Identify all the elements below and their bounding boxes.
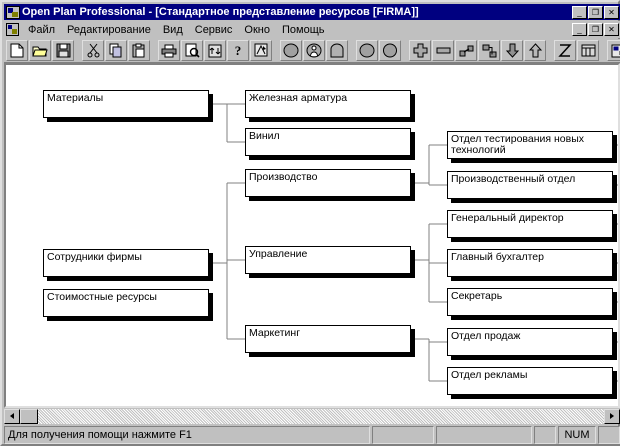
resource-node[interactable]: Управление	[245, 246, 411, 274]
add-plus-icon[interactable]	[409, 40, 431, 61]
resource-shape-icon[interactable]	[326, 40, 348, 61]
resource-node-label: Сотрудники фирмы	[47, 251, 142, 263]
resource-node[interactable]: Маркетинг	[245, 325, 411, 353]
minimize-button[interactable]: _	[572, 5, 587, 19]
resource-person-icon[interactable]	[303, 40, 325, 61]
resource-node[interactable]: Производственный отдел	[447, 171, 613, 199]
window-controls: _ ❐ ✕	[571, 5, 619, 19]
print-preview-icon[interactable]	[181, 40, 203, 61]
menu-item-view[interactable]: Вид	[162, 23, 183, 36]
scrollbar-thumb[interactable]	[20, 408, 38, 424]
status-panel-b	[436, 426, 532, 444]
table-view-icon[interactable]	[577, 40, 599, 61]
cut-scissors-icon[interactable]	[82, 40, 104, 61]
resource-node[interactable]: Отдел рекламы	[447, 367, 613, 395]
resource-node-label: Отдел рекламы	[451, 369, 528, 381]
resource-node-label: Винил	[249, 130, 280, 142]
resource-node-label: Управление	[249, 248, 308, 260]
sort-icon[interactable]	[204, 40, 226, 61]
menu-bar: Файл Редактирование Вид Сервис Окно Помо…	[4, 21, 620, 38]
window-title: Open Plan Professional - [Стандартное пр…	[22, 6, 419, 18]
layout-icon[interactable]	[607, 40, 620, 61]
resource-node-label: Железная арматура	[249, 92, 348, 104]
resource-node-label: Производственный отдел	[451, 173, 576, 185]
resource-node-label: Генеральный директор	[451, 212, 564, 224]
resource-node[interactable]: Отдел продаж	[447, 328, 613, 356]
resource-node-label: Материалы	[47, 92, 104, 104]
resource-node-label: Отдел продаж	[451, 330, 521, 342]
menu-item-window[interactable]: Окно	[244, 23, 270, 36]
svg-text:?: ?	[235, 43, 242, 58]
resource-node[interactable]: Материалы	[43, 90, 209, 118]
mdi-child-icon[interactable]	[6, 23, 19, 36]
resource-node-label: Главный бухгалтер	[451, 251, 544, 263]
filled-circle-icon[interactable]	[379, 40, 401, 61]
status-panel-a	[372, 426, 434, 444]
resource-node[interactable]: Производство	[245, 169, 411, 197]
context-help-icon[interactable]	[250, 40, 272, 61]
status-panel-d	[598, 426, 620, 444]
connector-lines	[209, 103, 618, 382]
unlink-icon[interactable]	[478, 40, 500, 61]
horizontal-scrollbar[interactable]	[4, 408, 620, 424]
menu-item-tools[interactable]: Сервис	[194, 23, 233, 36]
resource-node-label: Стоимостные ресурсы	[47, 291, 157, 303]
resource-node[interactable]: Отдел тестирования новых технологий	[447, 131, 613, 159]
new-file-icon[interactable]	[6, 40, 28, 61]
status-message: Для получения помощи нажмите F1	[4, 426, 370, 444]
resource-node-label: Производство	[249, 171, 318, 183]
link-icon[interactable]	[455, 40, 477, 61]
resource-node[interactable]: Стоимостные ресурсы	[43, 289, 209, 317]
close-button[interactable]: ✕	[604, 5, 619, 19]
scroll-right-button[interactable]	[604, 408, 620, 424]
copy-icon[interactable]	[105, 40, 127, 61]
scrollbar-trough[interactable]	[20, 408, 604, 424]
resource-node-label: Секретарь	[451, 290, 503, 302]
filled-ellipse-icon[interactable]	[356, 40, 378, 61]
menu-item-edit[interactable]: Редактирование	[67, 23, 151, 36]
move-down-icon[interactable]	[501, 40, 523, 61]
status-panel-c	[534, 426, 556, 444]
menu-item-file[interactable]: Файл	[28, 23, 56, 36]
resource-node[interactable]: Секретарь	[447, 288, 613, 316]
menu-item-help[interactable]: Помощь	[281, 23, 325, 36]
resource-node[interactable]: Главный бухгалтер	[447, 249, 613, 277]
zigzag-icon[interactable]	[554, 40, 576, 61]
remove-minus-icon[interactable]	[432, 40, 454, 61]
paste-icon[interactable]	[128, 40, 150, 61]
resource-node-label: Отдел тестирования новых технологий	[451, 133, 585, 156]
app-icon[interactable]	[6, 5, 20, 19]
status-bar: Для получения помощи нажмите F1 NUM	[4, 426, 620, 444]
status-num-indicator: NUM	[558, 426, 596, 444]
mdi-restore-button[interactable]: ❐	[588, 23, 603, 36]
resource-node[interactable]: Генеральный директор	[447, 210, 613, 238]
title-bar[interactable]: Open Plan Professional - [Стандартное пр…	[4, 4, 620, 20]
mdi-window-controls: _ ❐ ✕	[571, 23, 619, 36]
open-folder-icon[interactable]	[29, 40, 51, 61]
resource-oval-icon[interactable]	[280, 40, 302, 61]
resource-node[interactable]: Сотрудники фирмы	[43, 249, 209, 277]
move-up-icon[interactable]	[524, 40, 546, 61]
resource-node[interactable]: Железная арматура	[245, 90, 411, 118]
resource-node-label: Маркетинг	[249, 327, 301, 339]
print-icon[interactable]	[158, 40, 180, 61]
scroll-left-button[interactable]	[4, 408, 20, 424]
mdi-minimize-button[interactable]: _	[572, 23, 587, 36]
help-question-icon[interactable]: ?	[227, 40, 249, 61]
save-disk-icon[interactable]	[52, 40, 74, 61]
toolbar: ?	[4, 39, 620, 63]
mdi-close-button[interactable]: ✕	[604, 23, 619, 36]
resource-node[interactable]: Винил	[245, 128, 411, 156]
restore-button[interactable]: ❐	[588, 5, 603, 19]
